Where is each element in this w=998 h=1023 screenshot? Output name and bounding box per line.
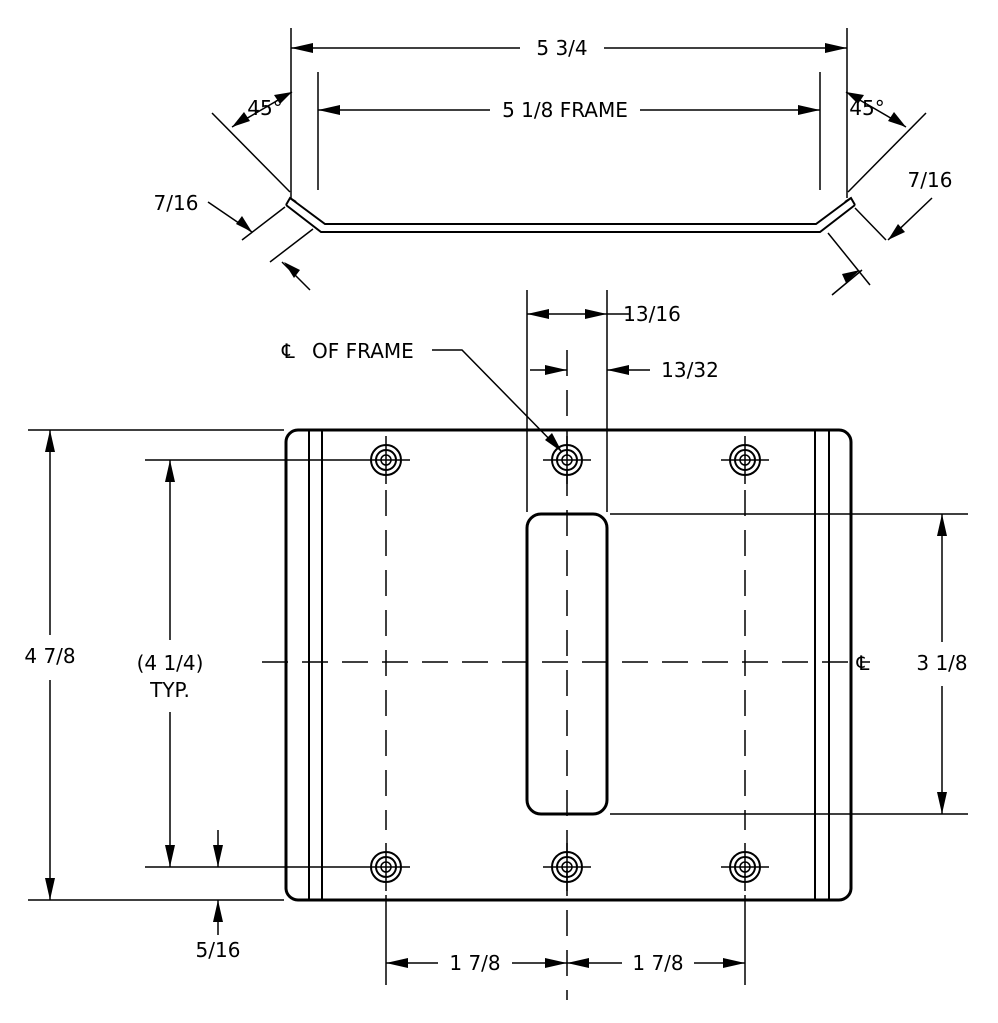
mounting-hole — [721, 843, 769, 891]
dim-overall-height: 4 7/8 — [24, 644, 75, 668]
arrowhead — [937, 792, 947, 814]
plate-profile-inner — [289, 197, 852, 225]
mounting-hole — [362, 843, 410, 891]
flange-ext-right-b — [827, 232, 871, 286]
dim-slot-offset: 13/32 — [661, 358, 719, 382]
angle-ext-right — [847, 112, 927, 193]
arrowhead — [825, 43, 847, 53]
arrowhead — [585, 309, 607, 319]
arrowhead — [165, 845, 175, 867]
plate-outline — [284, 428, 853, 902]
dim-angle-right: 45° — [849, 96, 884, 120]
arrowhead — [567, 958, 589, 968]
arrowhead — [846, 92, 864, 104]
arrowhead — [213, 900, 223, 922]
dim-flange-right: 7/16 — [908, 168, 953, 192]
flange-dim-right — [831, 269, 863, 296]
centerline-symbol: ℄ — [281, 339, 295, 363]
arrowhead — [545, 433, 562, 452]
flange-ext-right-a — [854, 207, 887, 241]
mounting-hole — [543, 843, 591, 891]
elevation-view: 5 3/4 5 1/8 FRAME 45° 45° 7/16 — [154, 28, 953, 296]
dim-slot-width: 13/16 — [623, 302, 681, 326]
arrowhead — [888, 224, 905, 240]
frame-centerline-leader — [432, 349, 563, 453]
dim-hole-spacing-vertical: (4 1/4) — [137, 651, 204, 675]
mounting-hole — [362, 436, 410, 484]
dim-hole-spacing-right: 1 7/8 — [632, 951, 683, 975]
arrowhead — [213, 845, 223, 867]
arrowhead — [236, 216, 252, 232]
dim-edge-offset: 5/16 — [196, 938, 241, 962]
arrowhead — [386, 958, 408, 968]
arrowhead — [798, 105, 820, 115]
arrowhead — [545, 958, 567, 968]
arrowhead — [527, 309, 549, 319]
centerline-symbol-right: ℄ — [856, 651, 870, 675]
dim-hole-spacing-left: 1 7/8 — [449, 951, 500, 975]
arrowhead — [545, 365, 567, 375]
plate-profile-outer — [285, 204, 856, 233]
arrowhead — [165, 460, 175, 482]
arrowhead — [937, 514, 947, 536]
arrowhead — [45, 878, 55, 900]
dim-angle-left: 45° — [247, 96, 282, 120]
arrowhead — [318, 105, 340, 115]
dim-overall-width: 5 3/4 — [536, 36, 587, 60]
flange-ext-left-b — [269, 228, 314, 263]
arrowhead — [284, 262, 300, 278]
flange-right-end — [844, 196, 856, 206]
label-of-frame: OF FRAME — [312, 339, 414, 363]
arrowhead — [888, 112, 906, 127]
arrowhead — [232, 112, 250, 127]
dim-hole-spacing-note: TYP. — [149, 678, 190, 702]
flange-dim-left — [281, 261, 311, 291]
flange-left-end — [285, 196, 297, 206]
angle-ext-left — [211, 112, 291, 193]
arrowhead — [723, 958, 745, 968]
plan-view: 13/16 13/32 ℄ OF FRAME 4 7/8 (4 1/4) TYP… — [24, 290, 968, 1000]
mounting-hole — [721, 436, 769, 484]
dim-frame-width: 5 1/8 FRAME — [502, 98, 628, 122]
flange-ext-left-a — [241, 206, 286, 241]
arrowhead — [607, 365, 629, 375]
arrowhead — [842, 270, 860, 283]
dim-flange-left: 7/16 — [154, 191, 199, 215]
arrowhead — [291, 43, 313, 53]
mounting-hole — [543, 436, 591, 484]
arrowhead — [45, 430, 55, 452]
dim-slot-length: 3 1/8 — [916, 651, 967, 675]
arrowhead — [274, 92, 292, 104]
